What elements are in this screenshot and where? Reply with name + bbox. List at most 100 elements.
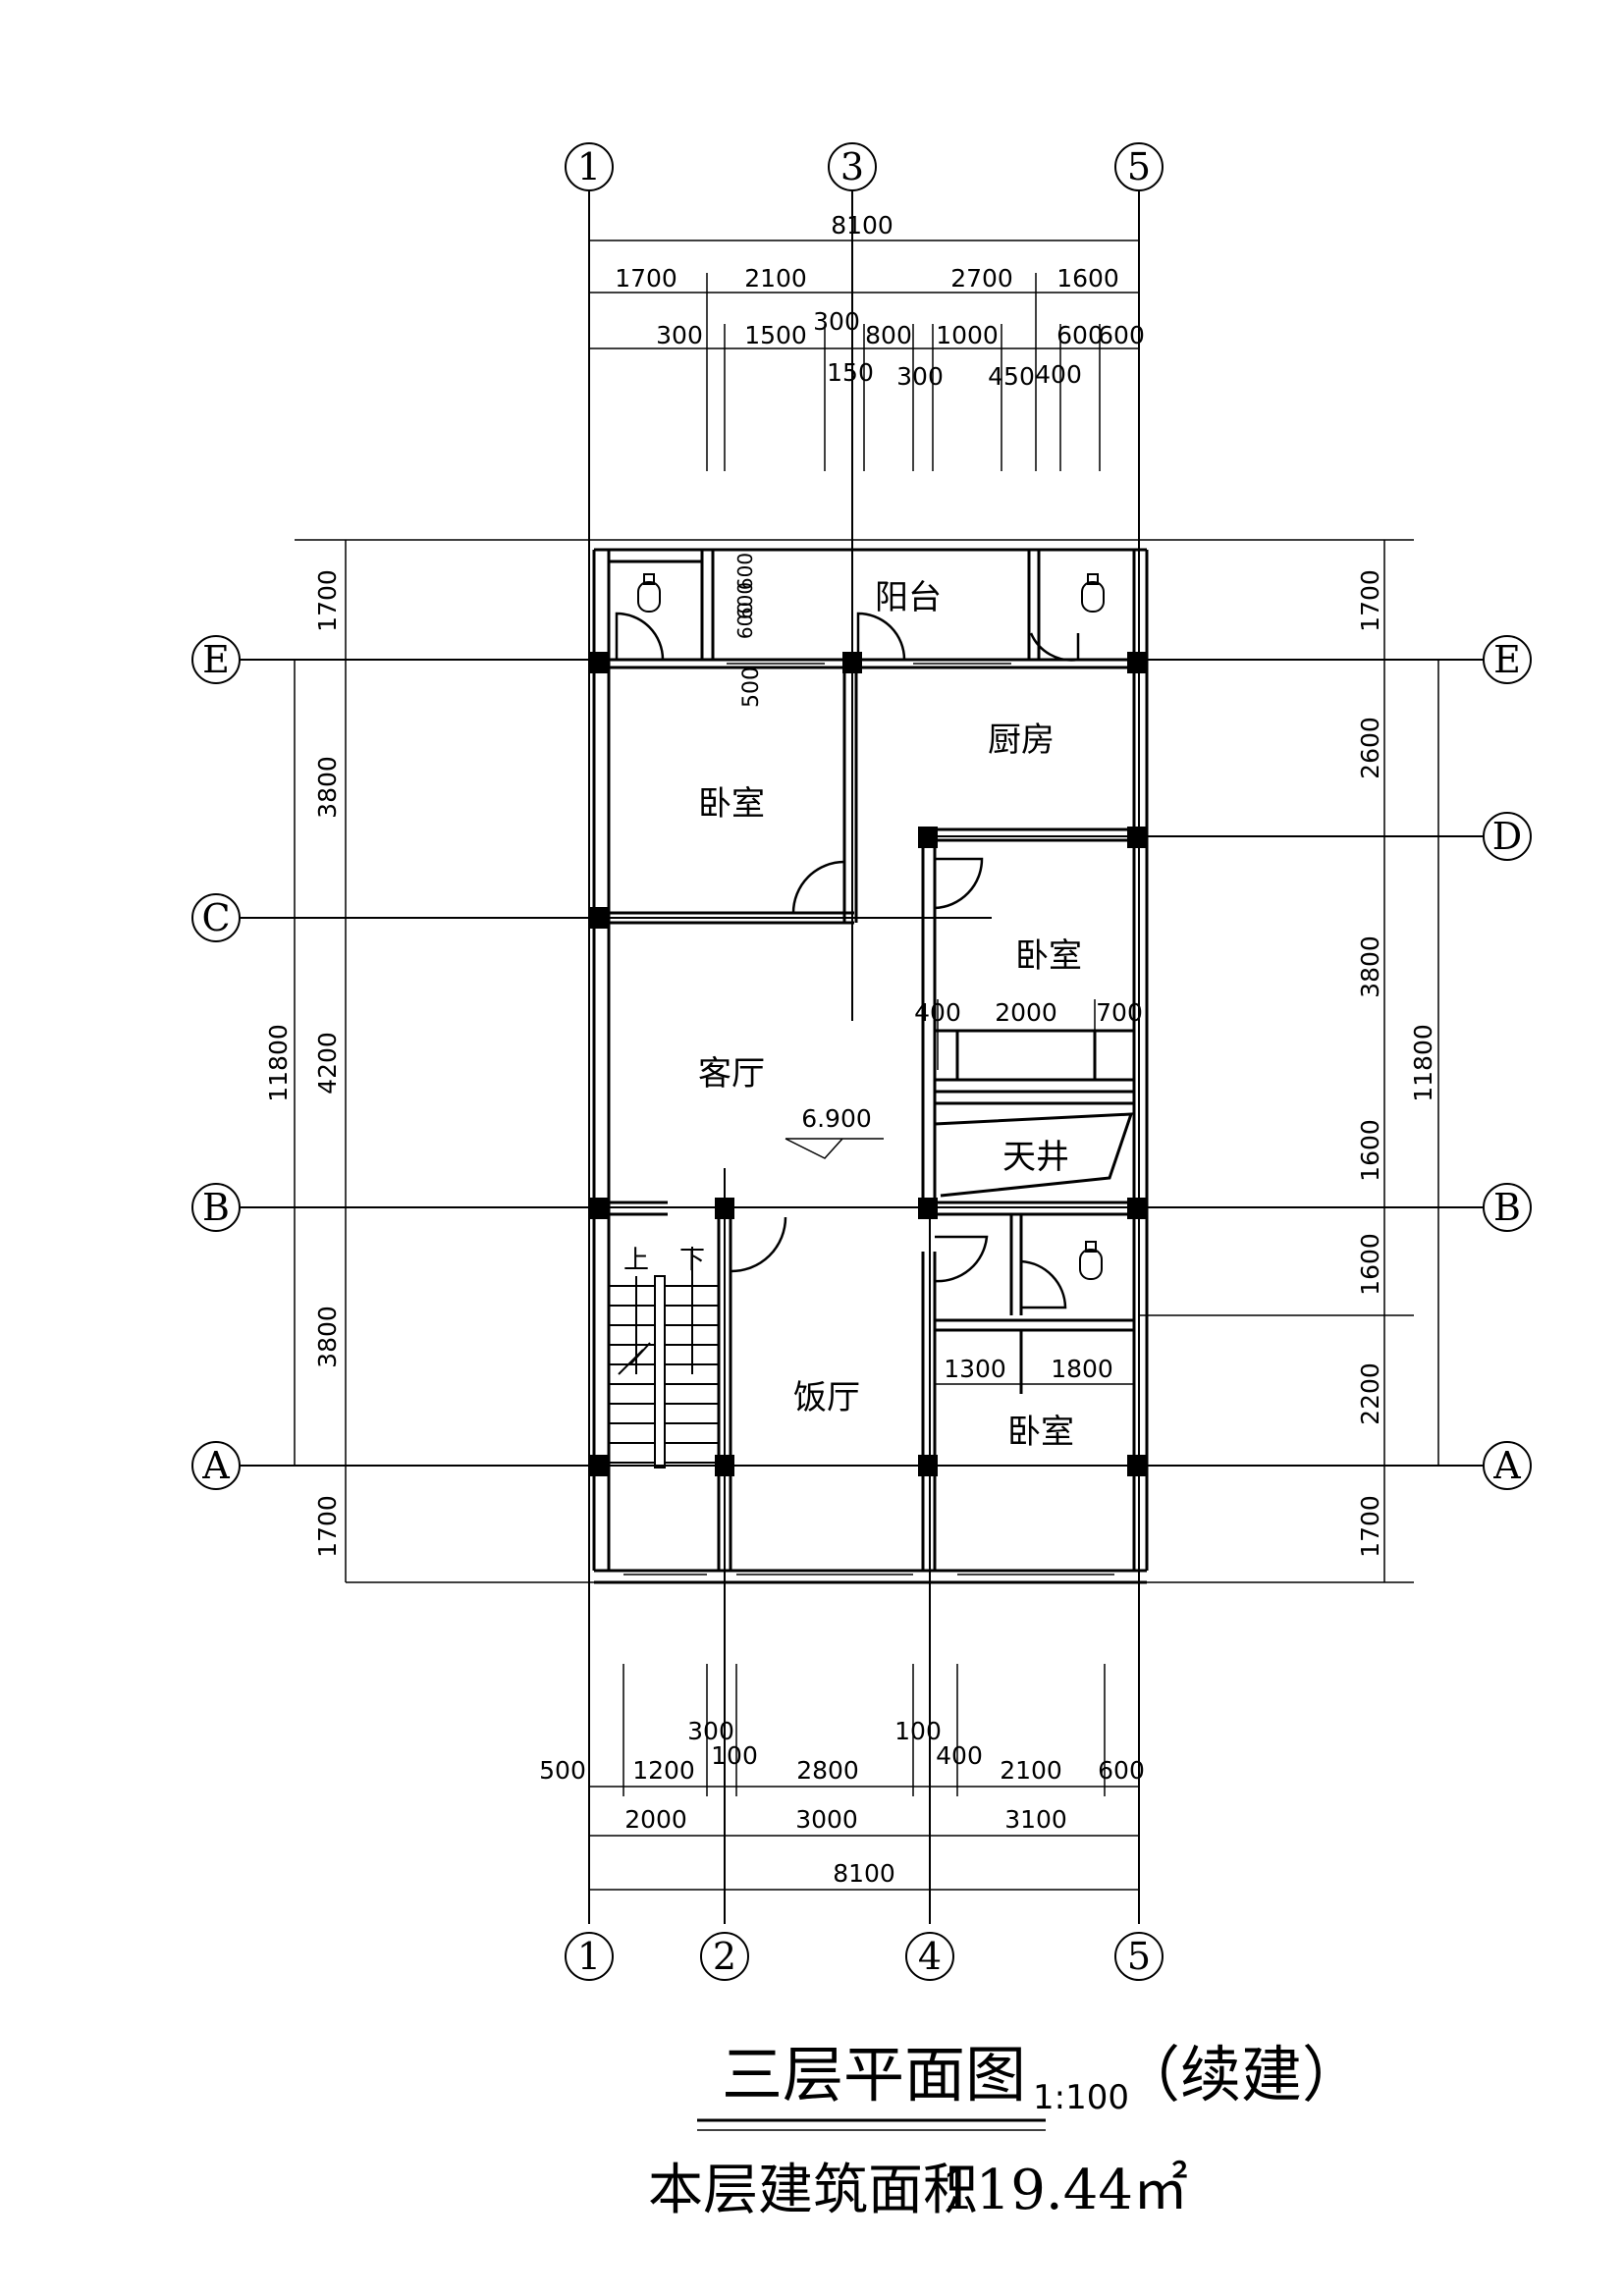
svg-text:500: 500 bbox=[739, 667, 764, 708]
svg-text:2600: 2600 bbox=[1356, 717, 1384, 779]
svg-text:600: 600 bbox=[733, 553, 757, 590]
svg-text:3800: 3800 bbox=[1356, 935, 1384, 998]
stair-down-label: 下 bbox=[679, 1246, 705, 1275]
svg-text:600: 600 bbox=[1098, 321, 1145, 349]
axis-label-a-left: A bbox=[201, 1444, 230, 1487]
axis-label-d-right: D bbox=[1492, 815, 1522, 858]
svg-text:1600: 1600 bbox=[1356, 1233, 1384, 1296]
room-balcony: 阳台 bbox=[875, 578, 942, 617]
dim-top-total: 8100 bbox=[831, 211, 893, 240]
area-value: 119.44㎡ bbox=[941, 2159, 1188, 2222]
dim-left-total: 11800 bbox=[264, 1024, 293, 1102]
dim-bottom-total: 8100 bbox=[833, 1859, 895, 1888]
svg-text:500: 500 bbox=[539, 1756, 586, 1785]
svg-text:150: 150 bbox=[827, 358, 874, 387]
svg-text:400: 400 bbox=[936, 1741, 983, 1770]
axis-label-b-left: B bbox=[202, 1186, 230, 1229]
svg-text:1600: 1600 bbox=[1056, 264, 1119, 293]
svg-text:1600: 1600 bbox=[1356, 1119, 1384, 1182]
dimension-text-top: 8100 1700 2100 2700 1600 300 1500 300 80… bbox=[615, 211, 1145, 391]
svg-text:1200: 1200 bbox=[632, 1756, 695, 1785]
dimension-text-right: 11800 1700 2600 3800 1600 1600 2200 1700 bbox=[1356, 569, 1437, 1558]
drawing-title: 三层平面图 bbox=[722, 2039, 1026, 2110]
svg-text:3000: 3000 bbox=[795, 1805, 858, 1834]
axis-label-b-right: B bbox=[1493, 1186, 1521, 1229]
dimension-text-left: 11800 1700 3800 4200 3800 1700 bbox=[264, 569, 342, 1558]
svg-text:100: 100 bbox=[894, 1717, 942, 1745]
svg-text:2700: 2700 bbox=[950, 264, 1013, 293]
dimension-text-bottom: 500 1200 300 100 2800 100 400 2100 600 2… bbox=[539, 1717, 1145, 1888]
svg-text:600: 600 bbox=[733, 602, 757, 639]
svg-text:300: 300 bbox=[896, 362, 944, 391]
grid-bubbles bbox=[191, 142, 1532, 1981]
staircase bbox=[609, 1247, 719, 1468]
svg-text:2800: 2800 bbox=[796, 1756, 859, 1785]
dim-right-total: 11800 bbox=[1409, 1024, 1437, 1102]
svg-text:600: 600 bbox=[733, 582, 757, 619]
svg-text:2100: 2100 bbox=[744, 264, 807, 293]
level-mark: 6.900 bbox=[801, 1104, 872, 1133]
axis-label-5-bottom: 5 bbox=[1127, 1935, 1151, 1978]
svg-text:1700: 1700 bbox=[1356, 1495, 1384, 1558]
svg-text:300: 300 bbox=[813, 307, 860, 336]
room-kitchen: 厨房 bbox=[988, 721, 1055, 760]
axis-label-5-top: 5 bbox=[1127, 145, 1151, 188]
axis-label-4-bottom: 4 bbox=[918, 1935, 942, 1978]
svg-text:1700: 1700 bbox=[615, 264, 677, 293]
stair-up-label: 上 bbox=[623, 1246, 649, 1275]
title-block: 三层平面图 1:100 （续建） 本层建筑面积 119.44㎡ bbox=[648, 2039, 1363, 2222]
svg-text:2200: 2200 bbox=[1356, 1362, 1384, 1425]
room-bedroom-se: 卧室 bbox=[1007, 1413, 1074, 1452]
svg-text:3800: 3800 bbox=[313, 756, 342, 819]
svg-text:300: 300 bbox=[656, 321, 703, 349]
axis-label-c-left: C bbox=[201, 896, 230, 939]
svg-text:450: 450 bbox=[988, 362, 1035, 391]
svg-text:2000: 2000 bbox=[995, 998, 1057, 1027]
axis-label-1-bottom: 1 bbox=[577, 1935, 601, 1978]
grid-bubble-labels: 1 3 5 1 2 4 5 E C B A E D B A bbox=[201, 145, 1522, 1978]
columns bbox=[589, 652, 1147, 1476]
room-bedroom-e: 卧室 bbox=[1015, 936, 1082, 976]
svg-text:4200: 4200 bbox=[313, 1032, 342, 1095]
svg-text:2000: 2000 bbox=[624, 1805, 687, 1834]
dimension-text-balcony: 600 600 600 500 bbox=[733, 553, 764, 708]
drawing-scale: 1:100 bbox=[1033, 2078, 1129, 2117]
svg-text:600: 600 bbox=[1056, 321, 1104, 349]
room-bedroom-nw: 卧室 bbox=[698, 784, 765, 824]
svg-text:100: 100 bbox=[711, 1741, 758, 1770]
svg-text:3800: 3800 bbox=[313, 1306, 342, 1368]
svg-text:700: 700 bbox=[1096, 998, 1143, 1027]
svg-text:1700: 1700 bbox=[313, 1495, 342, 1558]
svg-text:3100: 3100 bbox=[1004, 1805, 1067, 1834]
axis-label-3-top: 3 bbox=[840, 145, 864, 188]
svg-text:600: 600 bbox=[1098, 1756, 1145, 1785]
doors bbox=[615, 612, 1080, 1309]
room-courtyard: 天井 bbox=[1002, 1138, 1069, 1177]
toilets bbox=[637, 573, 1105, 1280]
grid-axes bbox=[241, 191, 1483, 1924]
svg-text:400: 400 bbox=[914, 998, 961, 1027]
svg-text:1700: 1700 bbox=[1356, 569, 1384, 632]
room-labels: 阳台 厨房 卧室 卧室 客厅 天井 饭厅 卧室 上 下 bbox=[623, 578, 1082, 1452]
svg-text:1800: 1800 bbox=[1051, 1355, 1113, 1383]
svg-text:1000: 1000 bbox=[936, 321, 999, 349]
svg-text:400: 400 bbox=[1035, 360, 1082, 389]
room-living: 客厅 bbox=[698, 1054, 765, 1094]
axis-label-2-bottom: 2 bbox=[713, 1935, 736, 1978]
svg-text:2100: 2100 bbox=[1000, 1756, 1062, 1785]
svg-text:300: 300 bbox=[687, 1717, 734, 1745]
svg-text:1300: 1300 bbox=[944, 1355, 1006, 1383]
svg-text:1500: 1500 bbox=[744, 321, 807, 349]
axis-label-a-right: A bbox=[1492, 1444, 1521, 1487]
svg-text:1700: 1700 bbox=[313, 569, 342, 632]
svg-text:800: 800 bbox=[865, 321, 912, 349]
area-label: 本层建筑面积 bbox=[648, 2159, 978, 2222]
axis-label-e-right: E bbox=[1493, 638, 1521, 681]
axis-label-1-top: 1 bbox=[577, 145, 601, 188]
dimension-text-inner: 400 2000 700 1300 1800 bbox=[914, 998, 1143, 1383]
axis-label-e-left: E bbox=[202, 638, 230, 681]
room-dining: 饭厅 bbox=[793, 1378, 860, 1417]
drawing-suffix: （续建） bbox=[1119, 2039, 1363, 2110]
dimension-lines bbox=[294, 240, 1439, 1891]
